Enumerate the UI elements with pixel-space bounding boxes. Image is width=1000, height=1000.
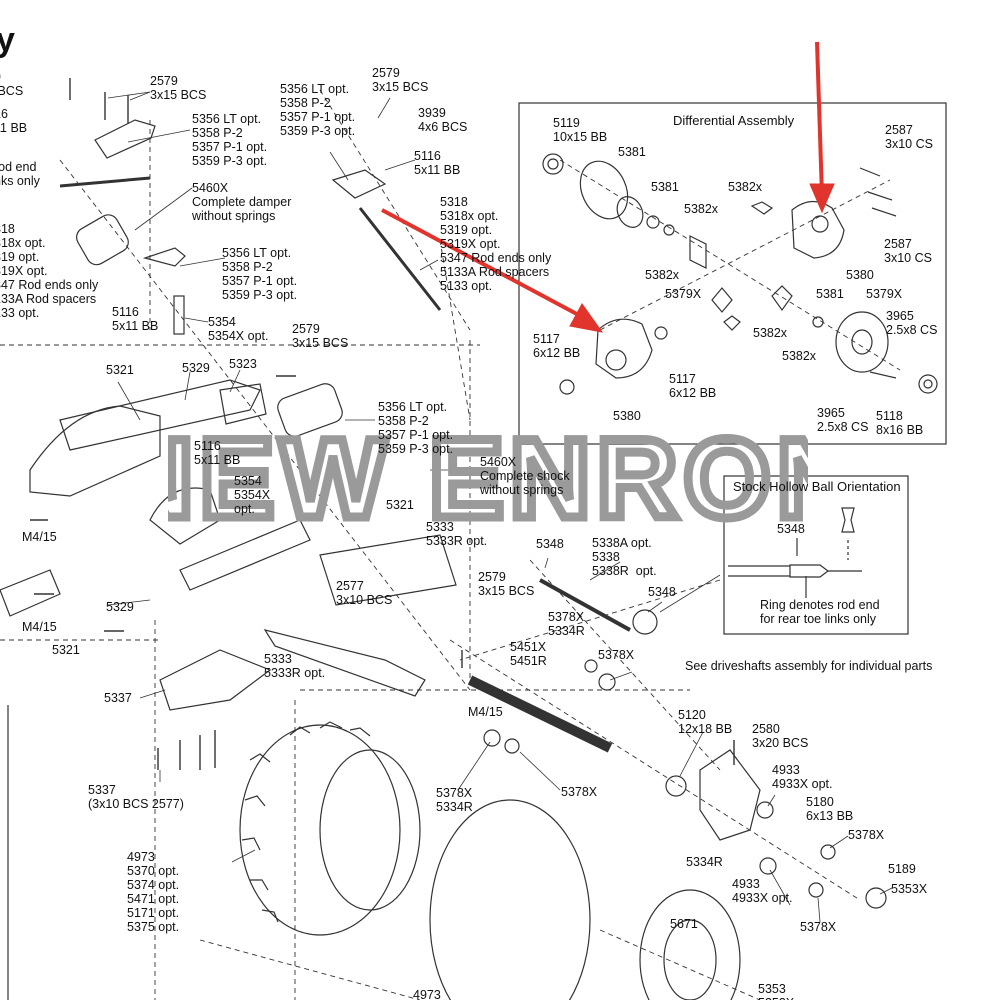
- diff-part-label: 5382x: [684, 202, 719, 216]
- diff-part-label: 5380: [613, 409, 641, 423]
- diff-part-label: 5119 10x15 BB: [553, 116, 608, 144]
- part-label: 5378X 5334R: [436, 786, 473, 814]
- diff-part-label: 5382x: [728, 180, 763, 194]
- part-label: 5318 5318x opt. 5319 opt. 5319X opt. 534…: [440, 195, 552, 293]
- part-label: 5348: [536, 537, 564, 551]
- diff-part-label: 2587 3x10 CS: [884, 237, 932, 265]
- part-label: 5321: [106, 363, 134, 377]
- part-label: 5353X: [891, 882, 928, 896]
- diff-part-label: 5379X: [866, 287, 903, 301]
- part-label: 5378X: [598, 648, 635, 662]
- part-label: 5356 LT opt. 5358 P-2 5357 P-1 opt. 5359…: [280, 82, 356, 138]
- part-label: 5120 12x18 BB: [678, 708, 733, 736]
- part-label: 5378X: [848, 828, 885, 842]
- part-label: 2579 3x15 BCS: [478, 570, 535, 598]
- part-label: 5378X: [561, 785, 598, 799]
- diff-part-label: 5379X: [665, 287, 702, 301]
- part-label: 5321: [52, 643, 80, 657]
- part-label: 4933 4933X opt.: [772, 763, 833, 791]
- part-label: 5356 LT opt. 5358 P-2 5357 P-1 opt. 5359…: [192, 112, 268, 168]
- part-label: 2577 3x10 BCS: [336, 579, 393, 607]
- part-label: 5671: [670, 917, 698, 931]
- diff-part-label: 3965 2.5x8 CS: [817, 406, 869, 434]
- hollow-ball-box-frame: [723, 475, 909, 635]
- part-label: 16 11 BB: [0, 107, 28, 135]
- hollow-ball-caption-1: Ring denotes rod end: [760, 598, 880, 612]
- part-label: 5321: [386, 498, 414, 512]
- part-label: 5333 5333R opt.: [426, 520, 488, 548]
- part-label: 318 318x opt. 319 opt. 319X opt. 347 Rod…: [0, 222, 99, 320]
- part-label: M4/15: [22, 530, 57, 544]
- diff-part-label: 5382x: [753, 326, 788, 340]
- part-label: 5189: [888, 862, 916, 876]
- part-label: 2579 3x15 BCS: [292, 322, 349, 350]
- part-label: 5116 5x11 BB: [112, 305, 159, 333]
- watermark-text: NEW ENRON: [168, 425, 808, 535]
- part-label: 5356 LT opt. 5358 P-2 5357 P-1 opt. 5359…: [378, 400, 454, 456]
- diff-part-label: 5381: [651, 180, 679, 194]
- part-label: 5116 5x11 BB: [414, 149, 461, 177]
- part-label: 5378X: [800, 920, 837, 934]
- part-label: 5460X Complete damper without springs: [192, 181, 292, 223]
- differential-box-frame: [518, 102, 947, 445]
- diff-part-label: 5382x: [782, 349, 817, 363]
- watermark: NEW ENRON: [168, 425, 808, 535]
- part-label: 5353 5353X: [758, 982, 794, 1000]
- part-label: 4933 4933X opt.: [732, 877, 793, 905]
- hollow-ball-caption-2: for rear toe links only: [760, 612, 877, 626]
- part-label: 5348: [648, 585, 676, 599]
- diff-part-label: 5118 8x16 BB: [876, 409, 924, 437]
- diff-part-label: 2587 3x10 CS: [885, 123, 933, 151]
- diff-part-label: 5380: [846, 268, 874, 282]
- part-label: 5354 5354X opt.: [234, 474, 271, 516]
- part-label: 3939 4x6 BCS: [418, 106, 468, 134]
- part-label: 5354 5354X opt.: [208, 315, 269, 343]
- part-label: M4/15: [22, 620, 57, 634]
- part-label: 5180 6x13 BB: [806, 795, 854, 823]
- part-label: 5338A opt. 5338 5338R opt.: [592, 536, 657, 578]
- part-label: 5378X 5334R: [548, 610, 585, 638]
- part-label: 5333 5333R opt.: [264, 652, 326, 680]
- diff-part-label: 5381: [618, 145, 646, 159]
- part-label: 2579 3x15 BCS: [150, 74, 207, 102]
- diff-part-label: 5381: [816, 287, 844, 301]
- part-label: 5460X Complete shock without springs: [480, 455, 570, 497]
- hollow-ball-title: Stock Hollow Ball Orientation: [733, 479, 901, 494]
- diff-part-label: 5117 6x12 BB: [669, 372, 717, 400]
- part-label: 5337 (3x10 BCS 2577): [88, 783, 184, 811]
- driveshafts-note: See driveshafts assembly for individual …: [685, 659, 933, 673]
- part-label: 5356 LT opt. 5358 P-2 5357 P-1 opt. 5359…: [222, 246, 298, 302]
- part-label: 5334R: [686, 855, 723, 869]
- part-label: 4973: [413, 988, 441, 1000]
- differential-assembly-title: Differential Assembly: [673, 113, 795, 128]
- part-label: 2579 3x15 BCS: [372, 66, 429, 94]
- diff-part-label: 3965 2.5x8 CS: [886, 309, 938, 337]
- diff-part-label: 5117 6x12 BB: [533, 332, 581, 360]
- part-label: 2580 3x20 BCS: [752, 722, 809, 750]
- page-title-fragment: y: [0, 21, 15, 59]
- part-label: 9 BCS: [0, 70, 24, 98]
- part-label: 5337: [104, 691, 132, 705]
- part-label: rod end nks only: [0, 160, 40, 188]
- part-label: M4/15: [468, 705, 503, 719]
- hollow-ball-part: 5348: [777, 522, 805, 536]
- part-label: 5329: [182, 361, 210, 375]
- part-label: 4973 5370 opt. 5374 opt. 5471 opt. 5171 …: [127, 850, 180, 934]
- part-label: 5451X 5451R: [510, 640, 547, 668]
- part-label: 5329: [106, 600, 134, 614]
- part-label: 5323: [229, 357, 257, 371]
- diff-part-label: 5382x: [645, 268, 680, 282]
- part-label: 5116 5x11 BB: [194, 439, 241, 467]
